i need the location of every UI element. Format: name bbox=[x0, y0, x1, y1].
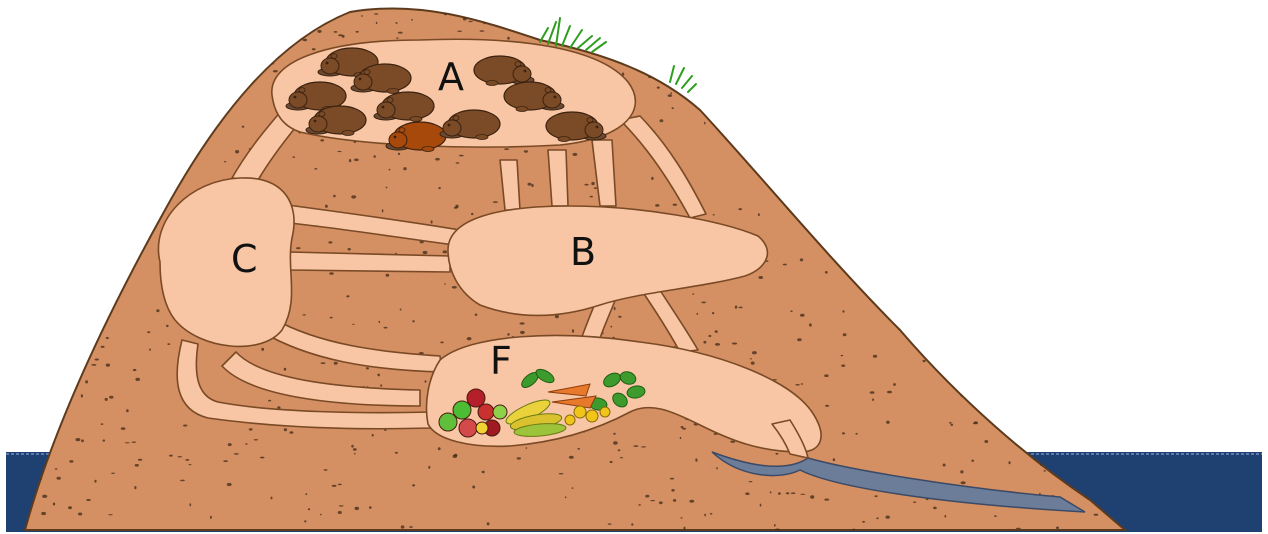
label-chamber-c: C bbox=[231, 237, 258, 281]
label-chamber-b: B bbox=[570, 230, 596, 274]
grass-tuft-icon bbox=[670, 66, 696, 92]
label-chamber-a: A bbox=[438, 55, 464, 99]
chamber-c bbox=[158, 178, 294, 347]
tunnel-a-to-b-mid bbox=[548, 150, 568, 206]
tunnel-c-to-b-lower bbox=[290, 252, 450, 272]
label-chamber-f: F bbox=[490, 339, 512, 383]
